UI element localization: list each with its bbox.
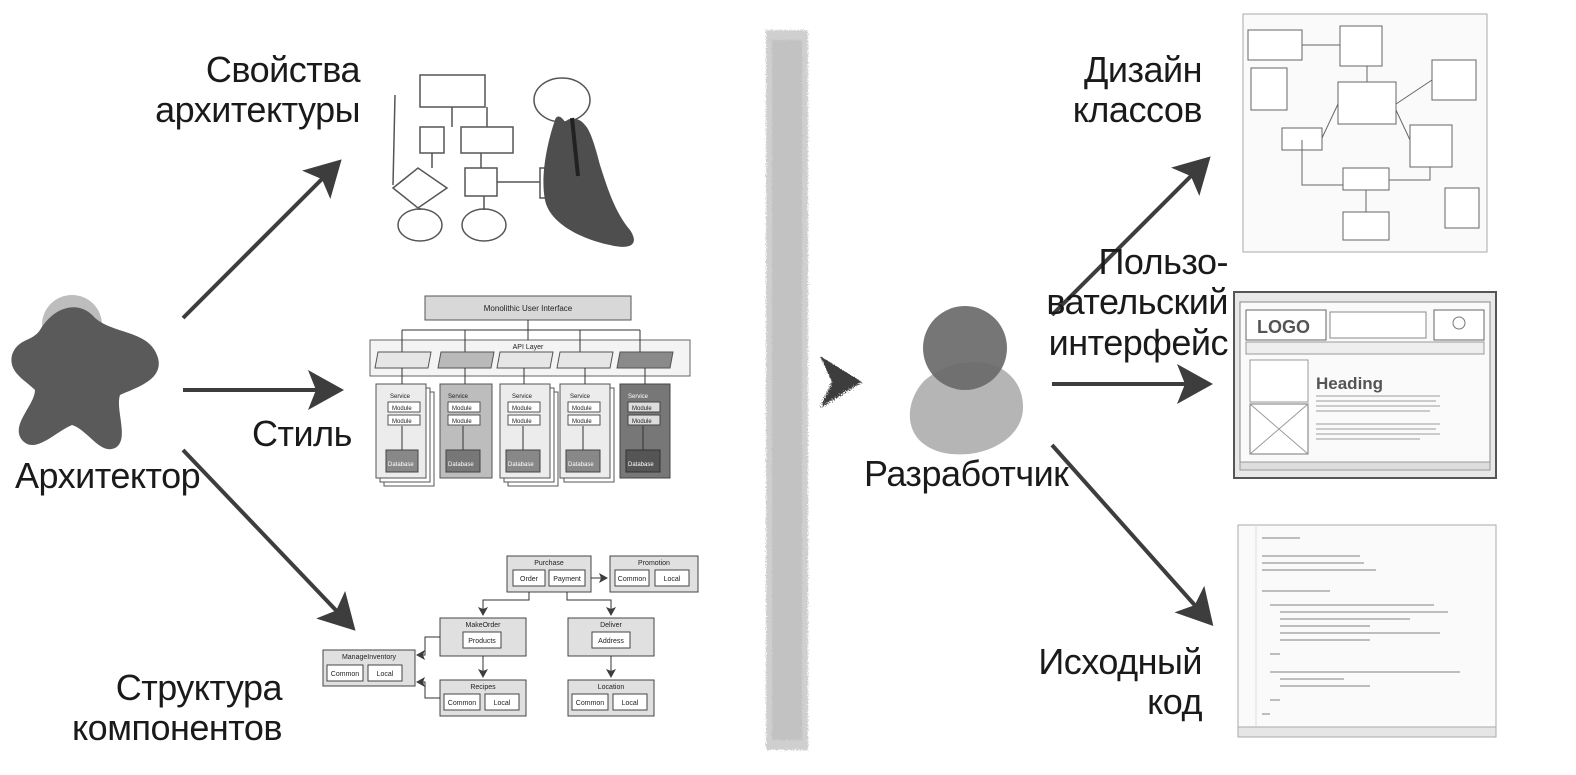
developer-label: Разработчик bbox=[864, 453, 1069, 494]
arrow-to-source-code bbox=[1050, 443, 1214, 626]
arrow-to-properties bbox=[181, 159, 342, 320]
component-structure-label: Структура компонентов bbox=[72, 667, 282, 749]
svg-text:Module: Module bbox=[632, 406, 652, 412]
architecture-properties-label: Свойства архитектуры bbox=[155, 49, 360, 131]
ui-api-connectors bbox=[401, 320, 641, 352]
svg-text:Service: Service bbox=[512, 394, 533, 400]
svg-text:Database: Database bbox=[508, 462, 534, 468]
svg-text:Service: Service bbox=[570, 394, 591, 400]
svg-text:Module: Module bbox=[392, 406, 412, 412]
svg-text:Module: Module bbox=[512, 406, 532, 412]
svg-text:ManageInventory: ManageInventory bbox=[342, 654, 397, 661]
svg-text:Purchase: Purchase bbox=[534, 560, 564, 567]
arrows-left bbox=[181, 159, 356, 631]
service-column-3: Service Module Module Database bbox=[499, 383, 559, 487]
svg-text:Common: Common bbox=[331, 671, 360, 678]
svg-text:Database: Database bbox=[628, 462, 654, 468]
service-column-2: Service Module Module Database bbox=[439, 383, 493, 479]
svg-text:MakeOrder: MakeOrder bbox=[465, 622, 501, 629]
architect-figure bbox=[11, 295, 159, 450]
svg-text:Products: Products bbox=[468, 638, 496, 645]
source-code-label: Исходный код bbox=[1038, 641, 1202, 723]
component-diagram: Purchase Order Payment Promotion Common … bbox=[322, 555, 699, 717]
style-diagram: Monolithic User Interface API Layer Serv… bbox=[369, 295, 691, 487]
class-design-label: Дизайн классов bbox=[1072, 49, 1203, 131]
svg-text:Promotion: Promotion bbox=[638, 560, 670, 567]
ui-layer-label: Monolithic User Interface bbox=[484, 304, 573, 313]
svg-text:Recipes: Recipes bbox=[470, 684, 496, 691]
divider-stroke bbox=[766, 30, 808, 750]
api-layer-label: API Layer bbox=[513, 344, 544, 351]
svg-text:Service: Service bbox=[628, 394, 649, 400]
svg-text:Local: Local bbox=[494, 700, 511, 707]
ui-heading: Heading bbox=[1316, 374, 1383, 393]
svg-text:Database: Database bbox=[388, 462, 414, 468]
ui-wireframe-sketch: LOGO Heading bbox=[1233, 291, 1497, 479]
svg-text:Module: Module bbox=[392, 419, 412, 425]
svg-text:Local: Local bbox=[622, 700, 639, 707]
svg-text:Deliver: Deliver bbox=[600, 622, 622, 629]
svg-text:Module: Module bbox=[632, 419, 652, 425]
hand-drawing bbox=[543, 116, 634, 247]
arrow-to-class-design bbox=[1050, 156, 1211, 317]
svg-text:Common: Common bbox=[618, 576, 647, 583]
arrows-right bbox=[1050, 156, 1214, 626]
ui-logo: LOGO bbox=[1257, 317, 1310, 337]
svg-text:Database: Database bbox=[448, 462, 474, 468]
svg-text:Module: Module bbox=[512, 419, 532, 425]
svg-text:Module: Module bbox=[452, 419, 472, 425]
svg-text:Service: Service bbox=[448, 394, 469, 400]
class-design-sketch bbox=[1242, 13, 1488, 253]
svg-text:Location: Location bbox=[598, 684, 625, 691]
svg-text:Local: Local bbox=[377, 671, 394, 678]
svg-text:Order: Order bbox=[520, 576, 539, 583]
source-code-sketch bbox=[1237, 524, 1497, 738]
svg-text:Database: Database bbox=[568, 462, 594, 468]
architect-label: Архитектор bbox=[15, 455, 201, 496]
svg-text:Payment: Payment bbox=[553, 576, 581, 583]
svg-text:Module: Module bbox=[452, 406, 472, 412]
svg-text:Module: Module bbox=[572, 406, 592, 412]
svg-text:Module: Module bbox=[572, 419, 592, 425]
arrow-to-components bbox=[181, 448, 356, 631]
arrow-center bbox=[708, 356, 862, 408]
service-column-4: Service Module Module Database bbox=[559, 383, 615, 483]
svg-text:Common: Common bbox=[448, 700, 477, 707]
svg-text:Address: Address bbox=[598, 638, 624, 645]
style-label: Стиль bbox=[252, 413, 352, 454]
user-interface-label: Пользо- вательский интерфейс bbox=[1046, 241, 1228, 363]
svg-text:Service: Service bbox=[390, 394, 411, 400]
svg-text:Common: Common bbox=[576, 700, 605, 707]
service-column-5: Service Module Module Database bbox=[619, 383, 671, 479]
developer-figure bbox=[909, 306, 1024, 455]
svg-text:Local: Local bbox=[664, 576, 681, 583]
service-column-1: Service Module Module Database bbox=[375, 383, 435, 487]
